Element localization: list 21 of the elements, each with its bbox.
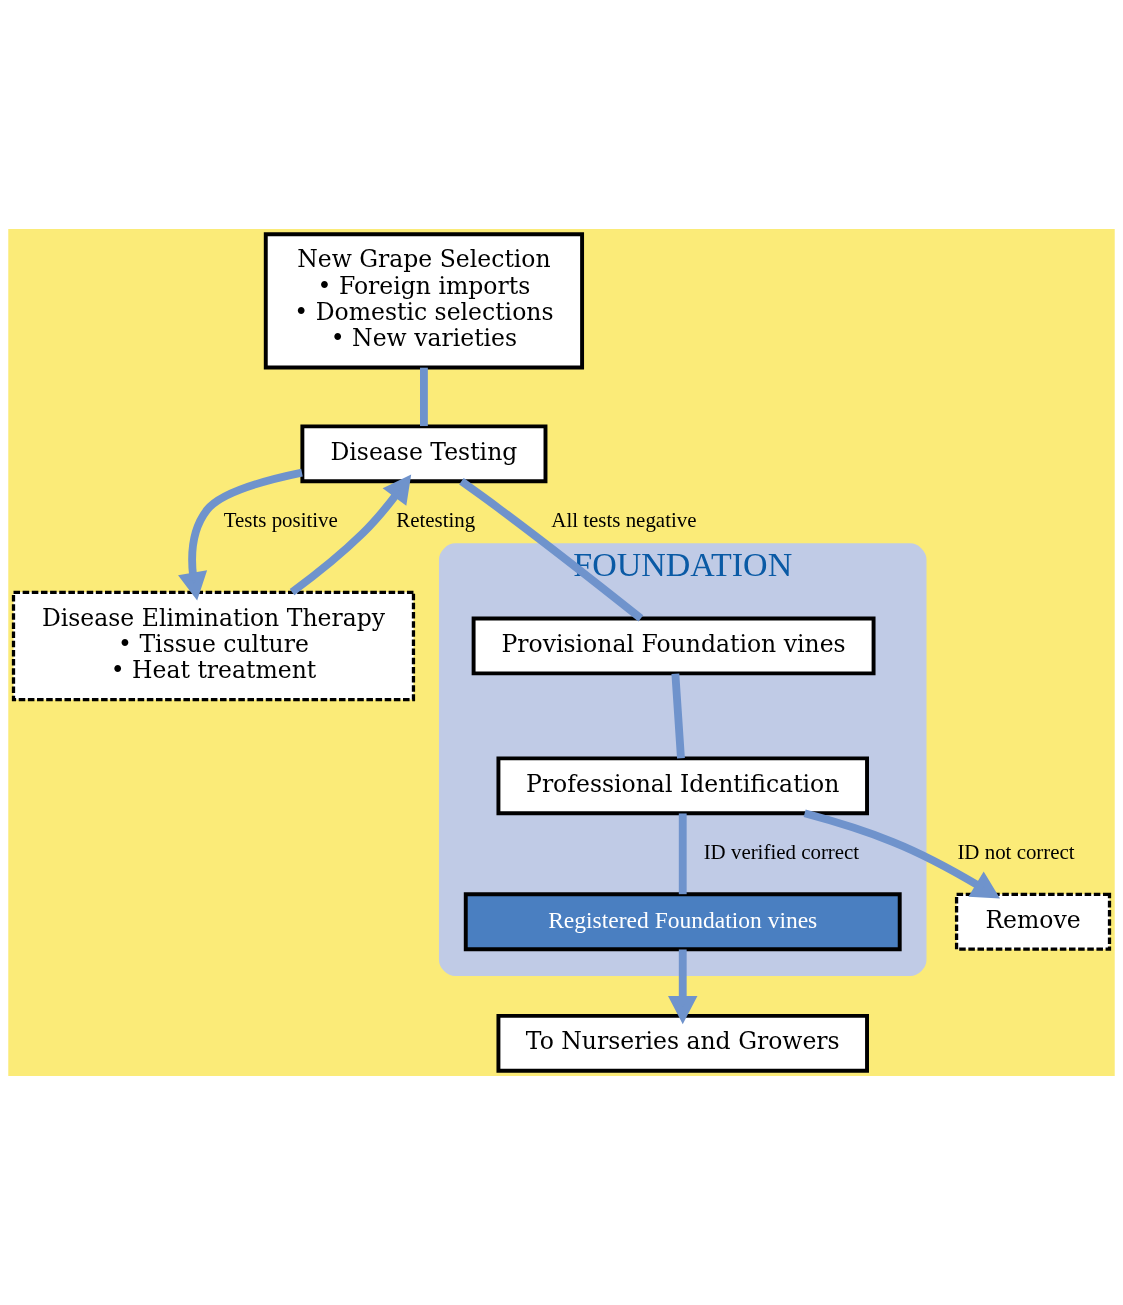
node-box: Provisional Foundation vines (471, 616, 876, 676)
edge-label: ID verified correct (703, 839, 860, 864)
arrow (289, 474, 412, 596)
edge-label: Retesting (396, 507, 476, 532)
node-box: New Grape Selection • Foreign imports • Domestic selections • New varieties (263, 232, 585, 370)
node-box: Remove (954, 892, 1112, 951)
connector (678, 813, 687, 895)
node-box: Disease Elimination Therapy • Tissue culture • Heat treatment (11, 590, 416, 702)
arrow (803, 809, 1000, 899)
connector (420, 367, 428, 427)
node-box: Professional Identification (496, 756, 869, 816)
edge-label: Tests positive (223, 507, 338, 532)
connector (459, 478, 644, 622)
connector (671, 673, 685, 759)
node-box: To Nurseries and Growers (496, 1013, 869, 1073)
arrow (178, 468, 303, 601)
edge-label: All tests negative (551, 507, 697, 532)
node-box: Disease Testing (300, 424, 548, 484)
edge-label: ID not correct (957, 839, 1075, 864)
arrow (668, 949, 698, 1025)
node-box: Registered Foundation vines (463, 892, 902, 952)
